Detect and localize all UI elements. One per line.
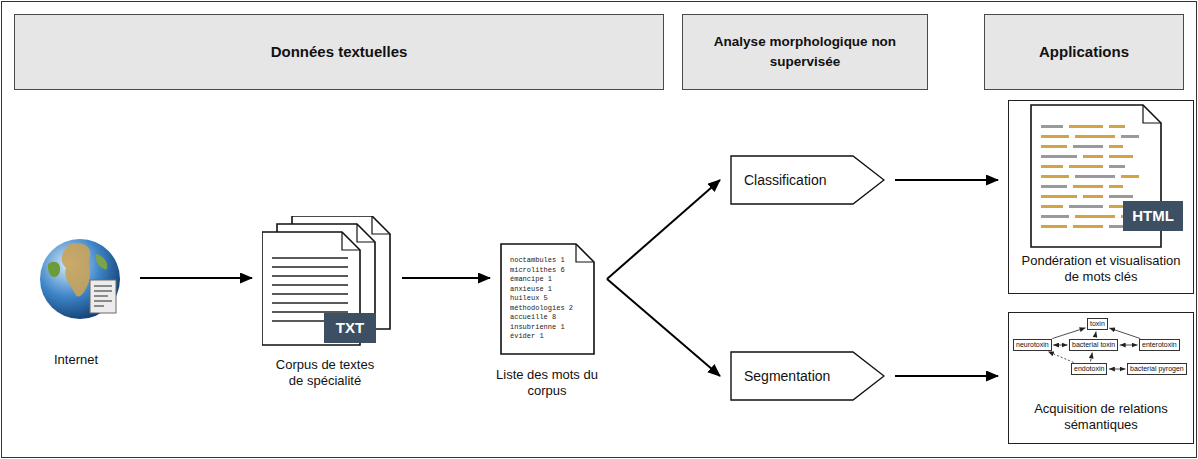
application-box: HTML Pondération et visualisation de mots… xyxy=(1008,100,1194,294)
word-count-line: émancipe 1 xyxy=(510,275,573,285)
term-label: endotoxin xyxy=(1074,364,1104,374)
word-count-line: insubrienne 1 xyxy=(510,323,573,333)
relation-arrow xyxy=(1052,328,1085,339)
term-node: neurotoxin xyxy=(1013,339,1052,351)
word-list: noctambules 1microlithes 6émancipe 1anxi… xyxy=(510,256,573,342)
node-caption: Acquisition de relations sémantiques xyxy=(1009,399,1193,443)
relation-arrow xyxy=(1109,369,1126,370)
node-caption: Corpus de textes de spécialité xyxy=(270,357,380,389)
relation-arrow xyxy=(1095,331,1096,337)
word-count-line: anxieuse 1 xyxy=(510,285,573,295)
process-box: Segmentation xyxy=(730,351,885,401)
word-count-line: microlithes 6 xyxy=(510,266,573,276)
term-node: endotoxin xyxy=(1071,363,1107,375)
relation-arrow xyxy=(1091,352,1093,361)
term-label: toxin xyxy=(1090,319,1105,329)
flow-arrow xyxy=(140,277,252,279)
globe-icon xyxy=(30,234,130,324)
globe-drawing xyxy=(30,234,130,324)
header-text: Données textuelles xyxy=(263,42,416,62)
word-list-document: noctambules 1microlithes 6émancipe 1anxi… xyxy=(500,243,610,399)
flow-arrow xyxy=(402,277,490,279)
section-header: Données textuelles xyxy=(14,14,664,90)
relation-arrow xyxy=(1120,345,1138,346)
internet-icon: Internet xyxy=(30,234,145,368)
term-label: neurotoxin xyxy=(1016,340,1049,350)
word-count-line: noctambules 1 xyxy=(510,256,573,266)
word-count-line: huileux 5 xyxy=(510,294,573,304)
node-caption: Liste des mots du corpus xyxy=(492,367,602,399)
word-count-line: méthodologies 2 xyxy=(510,304,573,314)
node-caption: Pondération et visualisation de mots clé… xyxy=(1009,251,1193,293)
process-box: Classification xyxy=(730,155,885,205)
flow-arrow xyxy=(895,375,998,377)
term-node: toxin xyxy=(1087,318,1108,330)
header-text: Applications xyxy=(1031,42,1137,62)
header-text: Analyse morphologique non supervisée xyxy=(683,32,927,72)
process-label: Segmentation xyxy=(730,351,885,401)
flow-arrow xyxy=(607,279,720,376)
corpus-document: TXT Corpus de textes de spécialité xyxy=(262,216,402,389)
term-label: enterotoxin xyxy=(1142,340,1177,350)
document-stack: TXT xyxy=(262,216,392,347)
node-caption: Internet xyxy=(30,352,145,368)
file-badge: TXT xyxy=(324,313,376,343)
term-node: enterotoxin xyxy=(1139,339,1180,351)
section-header: Applications xyxy=(984,14,1184,90)
term-label: bacterial toxin xyxy=(1072,340,1115,350)
term-label: bacterial pyrogen xyxy=(1130,364,1184,374)
document-icon: noctambules 1microlithes 6émancipe 1anxi… xyxy=(500,243,595,355)
flow-arrow xyxy=(607,180,720,279)
term-node: bacterial pyrogen xyxy=(1127,363,1187,375)
process-label: Classification xyxy=(730,155,885,205)
html-document: HTML xyxy=(1009,101,1193,251)
word-count-line: accueille 8 xyxy=(510,313,573,323)
section-header: Analyse morphologique non supervisée xyxy=(682,14,928,90)
flow-arrow xyxy=(895,179,998,181)
relation-arrow xyxy=(1048,352,1074,363)
word-count-line: évider 1 xyxy=(510,332,573,342)
relation-arrow xyxy=(1053,345,1067,346)
term-node: bacterial toxin xyxy=(1069,339,1118,351)
relation-arrow xyxy=(1109,328,1140,339)
application-box: Acquisition de relations sémantiques toxi… xyxy=(1008,312,1194,444)
file-badge: HTML xyxy=(1123,201,1183,231)
